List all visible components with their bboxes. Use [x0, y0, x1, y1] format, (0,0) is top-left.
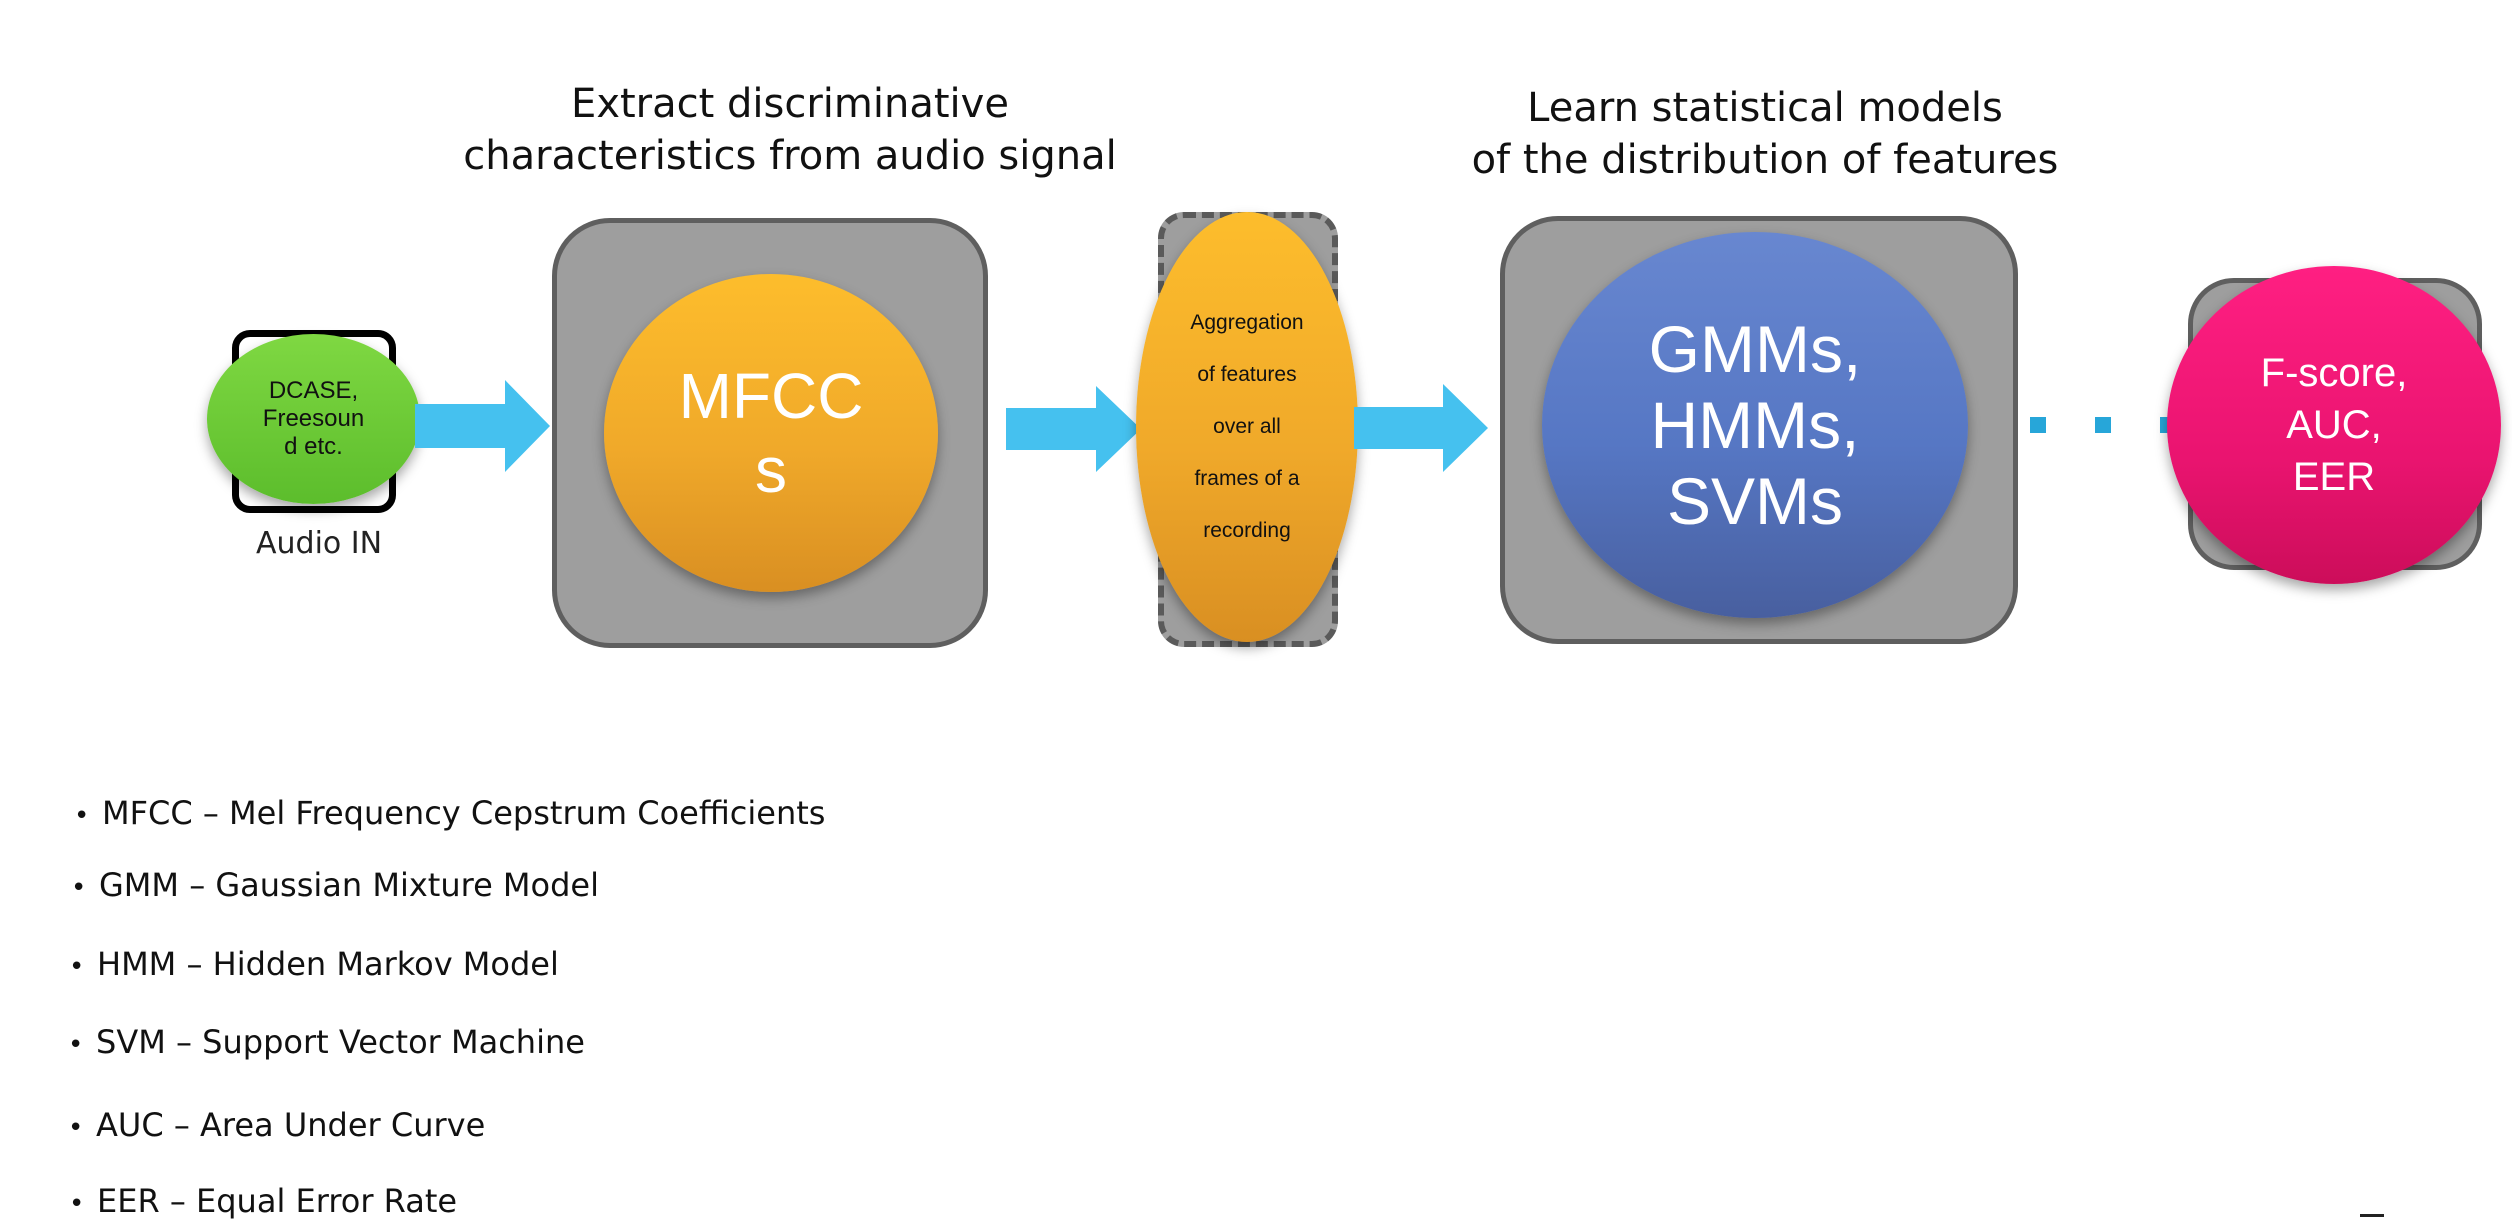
legend-text: MFCC – Mel Frequency Cepstrum Coefficien… [102, 794, 826, 832]
aggregation-line3: over all [1213, 415, 1281, 438]
aggregation-node: Aggregation of features over all frames … [1136, 212, 1358, 642]
legend-item-svm: • SVM – Support Vector Machine [68, 1023, 585, 1061]
model-learning-title-line1: Learn statistical models [1527, 85, 2003, 131]
audio-source-line1: DCASE, [268, 377, 359, 404]
feature-extraction-title-line1: Extract discriminative [571, 81, 1009, 127]
legend-item-mfcc: • MFCC – Mel Frequency Cepstrum Coefficie… [74, 794, 825, 832]
legend-text: HMM – Hidden Markov Model [97, 945, 559, 983]
arrow-right-icon [415, 380, 550, 472]
feature-extraction-title-line2: characteristics from audio signal [463, 133, 1117, 179]
connector-dot [2030, 417, 2046, 433]
model-learning-title-line2: of the distribution of features [1471, 137, 2059, 183]
models-line1: GMMs, [1648, 312, 1862, 386]
models-line2: HMMs, [1650, 388, 1860, 462]
bullet-icon: • [74, 801, 90, 831]
mfcc-node: MFCC s [604, 274, 938, 592]
mfcc-line1: MFCC [678, 360, 864, 432]
aggregation-line1: Aggregation [1190, 311, 1304, 334]
aggregation-line4: frames of a [1194, 467, 1300, 490]
model-learning-title: Learn statistical models of the distribu… [1440, 82, 2090, 186]
audio-source-line3: d etc. [284, 433, 343, 460]
legend-item-gmm: • GMM – Gaussian Mixture Model [71, 866, 599, 904]
bullet-icon: • [68, 1113, 84, 1143]
bullet-icon: • [69, 952, 85, 982]
legend-text: EER – Equal Error Rate [97, 1182, 458, 1220]
legend-text: GMM – Gaussian Mixture Model [99, 866, 599, 904]
bullet-icon: • [68, 1030, 84, 1060]
divider [2360, 1214, 2384, 1217]
bullet-icon: • [69, 1189, 85, 1219]
metrics-node: F-score, AUC, EER [2167, 266, 2501, 584]
audio-in-caption: Audio IN [256, 526, 383, 561]
connector-dot [2095, 417, 2111, 433]
models-line3: SVMs [1666, 464, 1844, 538]
legend-text: AUC – Area Under Curve [96, 1106, 486, 1144]
arrow-right-icon [1006, 386, 1141, 472]
metrics-line2: AUC, [2286, 403, 2382, 447]
feature-extraction-title: Extract discriminative characteristics f… [440, 78, 1140, 182]
models-node: GMMs, HMMs, SVMs [1542, 232, 1968, 618]
audio-source-line2: Freesoun [262, 405, 365, 432]
aggregation-line2: of features [1197, 363, 1297, 386]
mfcc-line2: s [755, 434, 787, 506]
audio-source-node: DCASE, Freesoun d etc. [207, 334, 420, 504]
metrics-line3: EER [2292, 455, 2376, 499]
legend-item-hmm: • HMM – Hidden Markov Model [69, 945, 559, 983]
legend-item-auc: • AUC – Area Under Curve [68, 1106, 485, 1144]
legend-text: SVM – Support Vector Machine [96, 1023, 585, 1061]
aggregation-line5: recording [1203, 519, 1291, 542]
bullet-icon: • [71, 873, 87, 903]
metrics-line1: F-score, [2260, 351, 2408, 395]
legend-item-eer: • EER – Equal Error Rate [69, 1182, 457, 1220]
arrow-right-icon [1354, 384, 1488, 472]
